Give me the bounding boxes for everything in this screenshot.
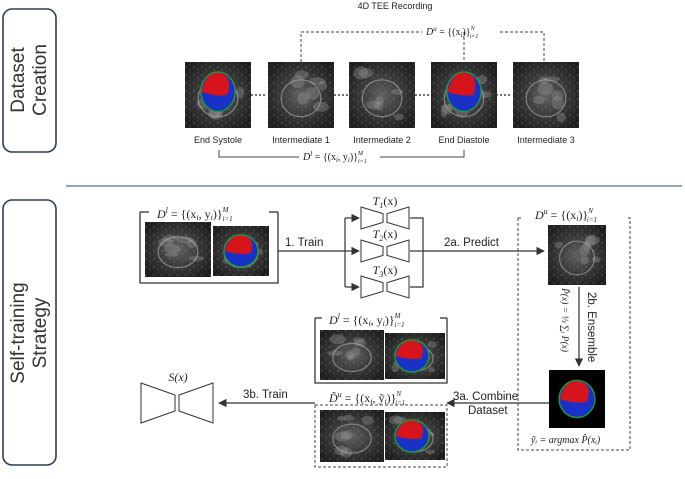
predict-step-label: 2a. Predict (444, 237, 500, 249)
student-model: S(x) (140, 370, 214, 424)
teacher-label-1: T1(x) (373, 194, 398, 210)
student-network (140, 382, 214, 424)
teacher-models: T1(x) T2(x) T3(x) (360, 194, 410, 299)
pseudo-label-formula: ỹᵢ = argmax P̂(xᵢ) (530, 433, 601, 446)
teacher-label-3: T3(x) (373, 263, 398, 279)
ensemble-step-label: 2b. Ensemble (585, 292, 597, 362)
frame-label-1: End Systole (194, 135, 242, 145)
ensemble-output-image (549, 370, 605, 428)
frame-label-3: Intermediate 2 (353, 135, 411, 145)
dataset-creation-label-line2: Creation (30, 44, 51, 116)
frame-label-2: Intermediate 1 (272, 135, 330, 145)
frame-image-1 (185, 62, 251, 128)
labeled-set-bracket (218, 150, 465, 158)
student-label: S(x) (168, 370, 187, 384)
self-training-label-line1: Self-training (8, 282, 29, 383)
labeled-image (145, 222, 211, 277)
unlabeled-image (548, 225, 606, 285)
frame-image-5 (513, 62, 579, 128)
self-training-section-label: Self-training Strategy (2, 199, 57, 466)
ensemble-mask (549, 370, 605, 428)
frame-image-3 (349, 62, 415, 128)
teacher-model-2 (360, 239, 410, 263)
combined-dataset-images (320, 330, 445, 462)
ensemble-formula: P̂(x) = ⅓ ∑ᵢ P(x) (559, 287, 572, 352)
combined-dataset-box (314, 317, 448, 468)
labeled-set-box (139, 211, 279, 284)
self-training-label-line2: Strategy (30, 297, 51, 368)
labeled-set-images (145, 222, 269, 277)
dataset-creation-label-line1: Dataset (8, 47, 29, 113)
frame-label-5: Intermediate 3 (517, 135, 575, 145)
teacher-model-3 (360, 275, 410, 299)
student-train-step-label: 3b. Train (243, 389, 288, 401)
frame-image-4 (431, 62, 497, 128)
unlabeled-set-image (548, 225, 606, 285)
teacher-label-2: T2(x) (373, 227, 398, 243)
frame-label-4: End Diastole (438, 135, 489, 145)
train-step-label: 1. Train (285, 237, 323, 249)
unlabeled-set-bracket (300, 31, 545, 62)
pseudo-image (320, 410, 384, 462)
recording-title: 4D TEE Recording (358, 1, 433, 11)
combine-step-label-line2: Dataset (468, 405, 508, 417)
recording-frames: End Systole Intermediate 1 Intermediate 2 E… (185, 62, 579, 145)
combined-labeled-image (320, 330, 384, 380)
combine-step-label-line1: 3a. Combine (453, 391, 518, 403)
teacher-branches (344, 213, 424, 292)
frame-image-2 (268, 62, 334, 128)
dataset-creation-section-label: Dataset Creation (2, 8, 57, 153)
teacher-model-1 (360, 206, 410, 230)
